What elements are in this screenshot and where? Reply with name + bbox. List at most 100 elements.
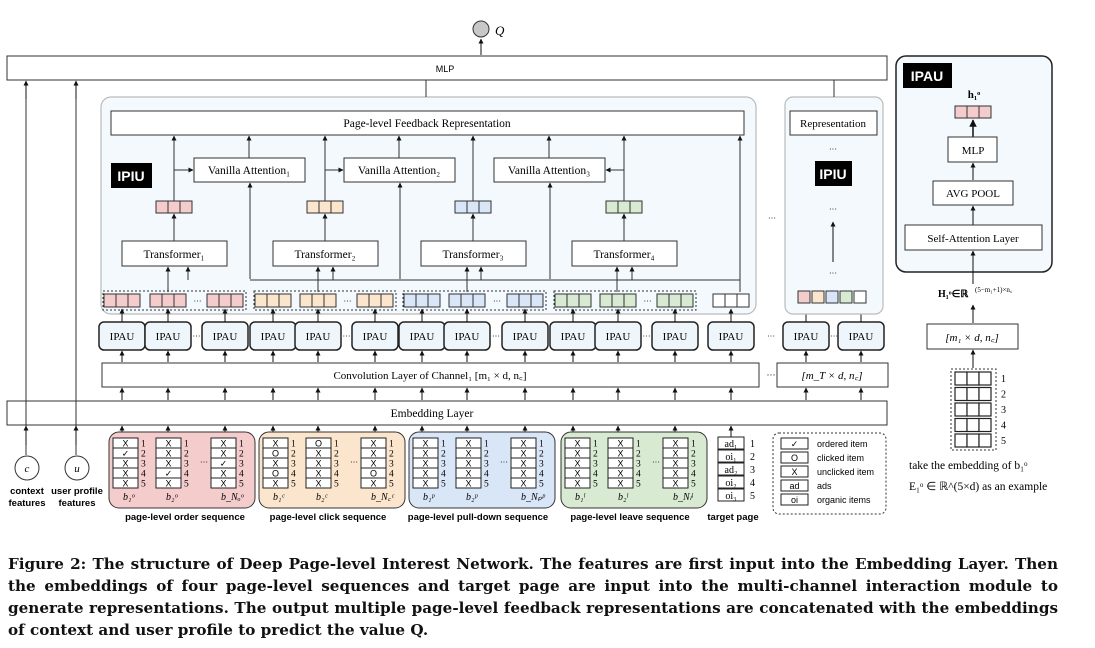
page-feedback-representation-label: Page-level Feedback Representation [343,118,511,130]
svg-text:4: 4 [636,470,641,480]
svg-text:X: X [370,479,376,489]
figure-caption: Figure 2: The structure of Deep Page-lev… [8,553,1058,641]
svg-text:2: 2 [484,450,489,460]
svg-text:b₁ᵖ: b₁ᵖ [423,492,435,503]
svg-text:5: 5 [291,480,296,490]
svg-text:X: X [672,459,678,469]
svg-text:4: 4 [334,470,339,480]
svg-text:3: 3 [691,460,696,470]
svg-text:X: X [574,449,580,459]
svg-text:✓: ✓ [220,459,228,469]
embedding-vector [103,293,141,308]
ipau-unit: IPAU [443,321,491,351]
svg-text:features: features [59,498,96,509]
svg-text:X: X [617,469,623,479]
svg-text:2: 2 [441,450,446,460]
right-representation [789,110,878,136]
svg-text:✓: ✓ [122,449,130,459]
svg-text:b_Nₚᵖ: b_Nₚᵖ [521,492,546,503]
svg-text:2: 2 [389,450,394,460]
svg-text:X: X [220,449,226,459]
svg-text:X: X [520,439,526,449]
svg-text:4: 4 [484,470,489,480]
svg-text:2: 2 [636,450,641,460]
svg-text:2: 2 [291,450,296,460]
svg-text:4: 4 [593,470,598,480]
svg-text:MLP: MLP [962,145,985,157]
svg-text:···: ··· [200,458,208,467]
svg-text:4: 4 [539,470,544,480]
svg-text:X: X [315,479,321,489]
embedding-vector [149,293,187,308]
svg-text:Transformer₁: Transformer₁ [143,249,204,261]
top-mlp-layer [6,55,888,81]
svg-text:3: 3 [141,460,146,470]
ipau-unit: IPAU [351,321,399,351]
svg-text:X: X [465,469,471,479]
svg-text:X: X [422,459,428,469]
svg-text:X: X [272,479,278,489]
svg-text:Vanilla Attention₂: Vanilla Attention₂ [358,165,440,177]
svg-text:X: X [617,459,623,469]
sequence-embedding-group [402,290,547,311]
svg-text:4: 4 [239,470,244,480]
convolution-layer-t [776,362,889,388]
svg-text:···: ··· [500,458,508,467]
transformer-3: Transformer₃ [420,240,527,267]
ipau-mlp [947,136,998,163]
output-q-label: Q [495,23,505,38]
svg-text:X: X [520,459,526,469]
svg-text:X: X [465,449,471,459]
svg-text:✓: ✓ [791,439,799,449]
svg-text:X: X [465,479,471,489]
ipau-unit: IPAU [549,321,597,351]
ipau-unit: IPAU [837,321,885,351]
svg-text:1: 1 [291,440,296,450]
svg-text:X: X [370,449,376,459]
svg-text:b₂ᵒ: b₂ᵒ [166,492,178,503]
svg-text:···: ··· [767,332,775,341]
svg-text:Transformer₂: Transformer₂ [294,249,355,261]
svg-text:IPAU: IPAU [455,331,480,343]
caption-text: Figure 2: The structure of Deep Page-lev… [8,555,1058,639]
svg-text:2: 2 [184,450,189,460]
svg-text:X: X [791,467,797,477]
svg-text:X: X [520,449,526,459]
svg-text:···: ··· [829,269,837,278]
transformer-output-vector [454,200,492,214]
svg-text:4: 4 [691,470,696,480]
target-embedding-vector [712,293,750,308]
embedding-vector [448,293,486,308]
svg-text:Vanilla Attention₁: Vanilla Attention₁ [208,165,290,177]
svg-text:5: 5 [441,480,446,490]
svg-text:···: ··· [829,145,837,154]
embedding-vector [299,293,337,308]
svg-text:X: X [574,439,580,449]
svg-text:1: 1 [389,440,394,450]
svg-text:X: X [122,469,128,479]
svg-text:···: ··· [493,297,501,306]
svg-text:4: 4 [441,470,446,480]
ipau-output-label: h₁ᵒ [968,89,981,101]
svg-text:1: 1 [484,440,489,450]
svg-text:2: 2 [1001,390,1006,401]
svg-text:b₂ˡ: b₂ˡ [618,492,628,503]
svg-text:AVG POOL: AVG POOL [946,188,1000,200]
svg-text:IPAU: IPAU [513,331,538,343]
svg-text:Vanilla Attention₃: Vanilla Attention₃ [508,165,590,177]
ipau-unit: IPAU [144,321,192,351]
embedding-vector [206,293,244,308]
svg-text:IPAU: IPAU [261,331,286,343]
svg-text:5: 5 [239,480,244,490]
svg-text:3: 3 [389,460,394,470]
embedding-layer-label: Embedding Layer [391,408,474,420]
output-q-node [472,20,490,38]
svg-text:O: O [315,439,322,449]
embedding-vector [254,293,292,308]
svg-text:5: 5 [334,480,339,490]
